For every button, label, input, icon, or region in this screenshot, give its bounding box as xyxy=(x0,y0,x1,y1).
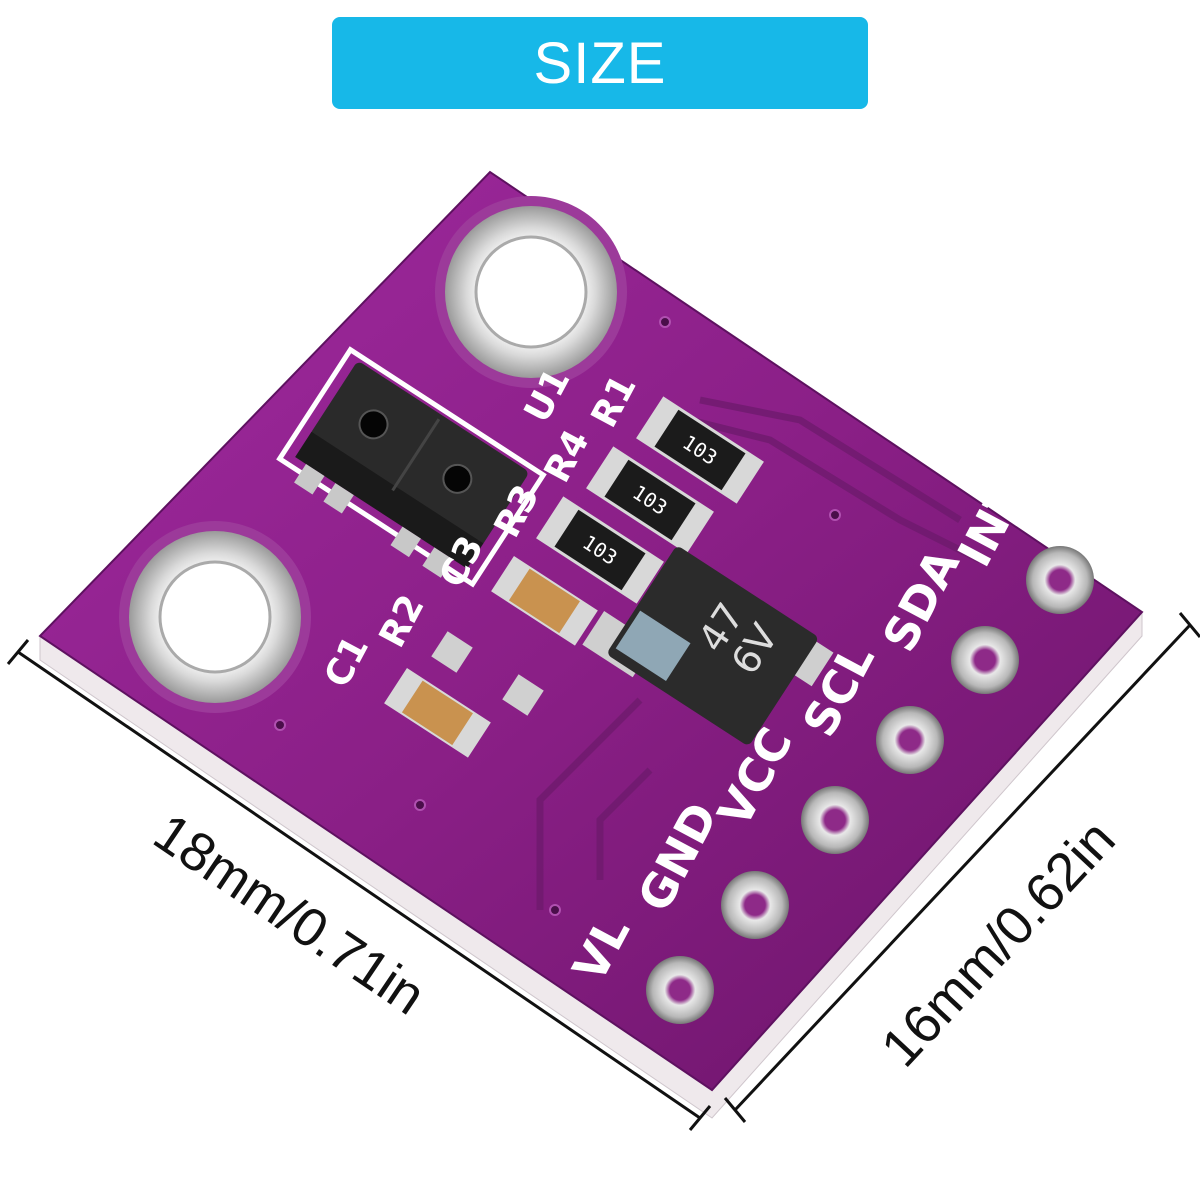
vias xyxy=(274,316,841,916)
tantalum-capacitor: 47 6V xyxy=(582,547,834,745)
pad-r2-b xyxy=(502,674,544,716)
resistor-r3: 103 xyxy=(536,496,664,604)
mounting-hole-top xyxy=(435,196,627,388)
pad-int xyxy=(1026,546,1094,614)
pad-vl xyxy=(646,956,714,1024)
pad-r2-a xyxy=(431,631,473,673)
dimension-width xyxy=(723,612,1200,1123)
resistor-r4: 103 xyxy=(586,446,714,554)
capacitor-c3 xyxy=(491,555,598,646)
pcb-traces xyxy=(536,396,982,910)
pad-vcc xyxy=(801,786,869,854)
header-pads xyxy=(646,546,1094,1024)
sensor-u1 xyxy=(276,346,547,588)
pad-scl xyxy=(876,706,944,774)
title-badge: SIZE xyxy=(332,17,868,109)
mounting-hole-left xyxy=(119,521,311,713)
resistor-r1: 103 xyxy=(636,396,764,504)
pad-gnd xyxy=(721,871,789,939)
dimension-length xyxy=(6,639,712,1131)
title-text: SIZE xyxy=(533,30,667,96)
capacitor-c1 xyxy=(384,667,491,758)
pad-sda xyxy=(951,626,1019,694)
